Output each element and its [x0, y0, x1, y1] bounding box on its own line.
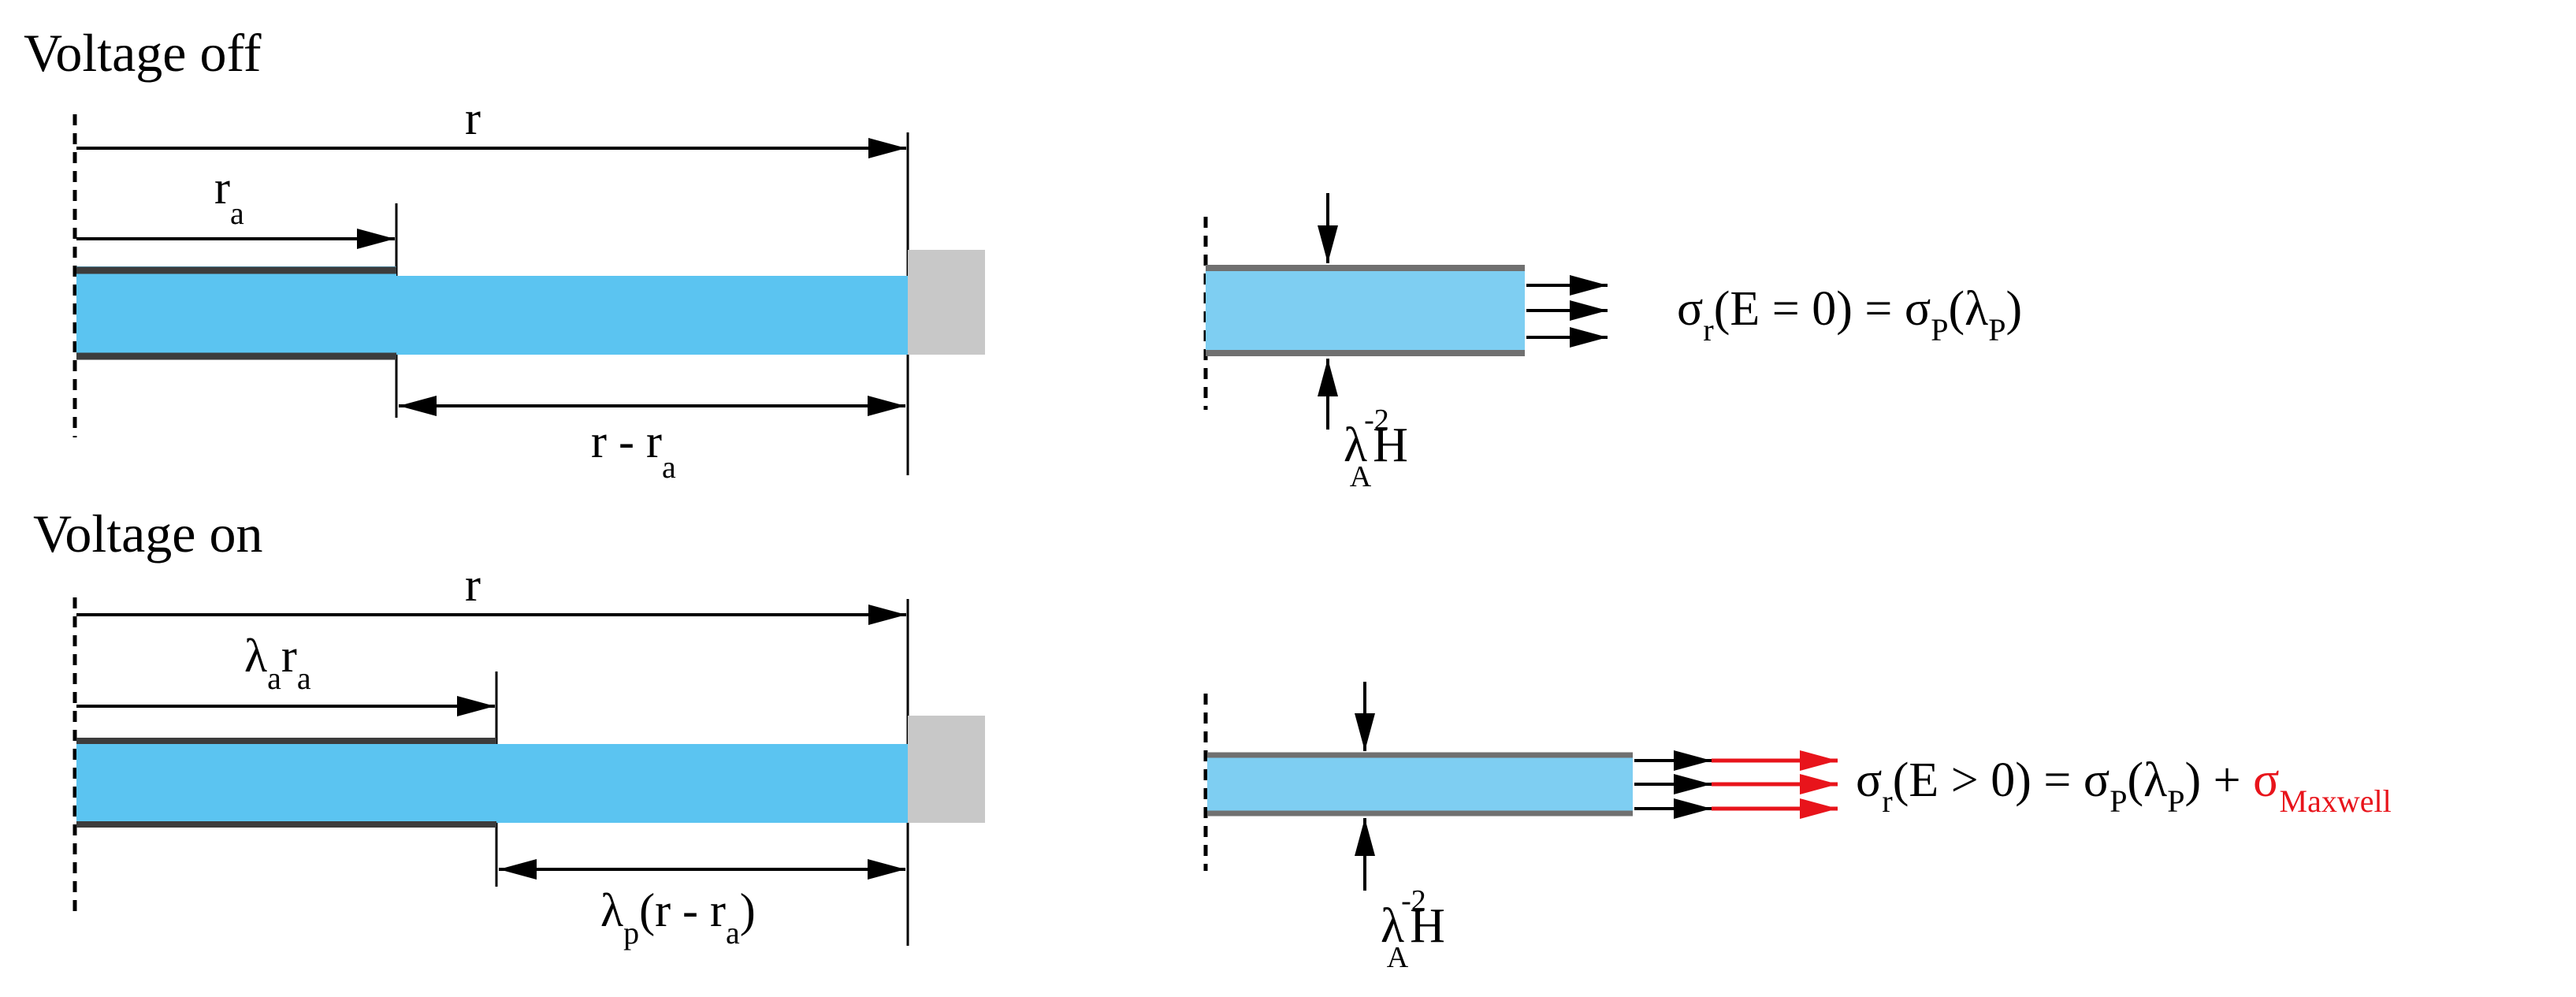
active-region-on: [76, 738, 496, 827]
equation-on: σr(E > 0) = σP(λP) + σMaxwell: [1856, 753, 2392, 819]
label-ra-off: ra: [214, 162, 244, 231]
label-r-on: r: [465, 559, 481, 611]
clamp-on: [908, 716, 985, 823]
title-voltage-on: Voltage on: [33, 504, 263, 564]
clamp-off: [908, 250, 985, 355]
maxwell-sigma: σ: [2253, 753, 2279, 807]
maxwell-subscript: Maxwell: [2280, 783, 2392, 819]
label-lara-on: λara: [244, 630, 311, 696]
equation-off: σr(E = 0) = σP(λP): [1677, 282, 2022, 348]
title-voltage-off: Voltage off: [24, 23, 262, 83]
label-r-off: r: [465, 92, 481, 144]
label-lp-on: λp(r - ra): [600, 884, 756, 950]
element-detail-on: [1207, 753, 1633, 815]
label-r-minus-ra-off: r - ra: [591, 415, 676, 485]
element-detail-off: [1206, 266, 1525, 355]
active-region-off: [76, 266, 396, 359]
